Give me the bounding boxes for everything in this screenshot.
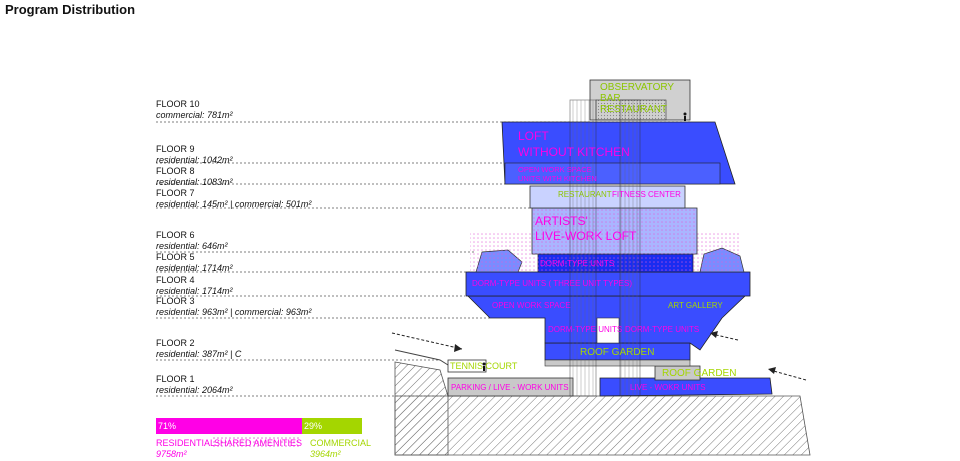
legend-bar [156,418,362,447]
floor-1-volumes [447,365,773,397]
commercial-area: 3964m² [310,449,341,459]
open-work-3-label: OPEN WORK SPACE [492,301,571,310]
arrow-left [391,332,463,350]
floor4-block [465,271,751,297]
ground-base [394,395,811,456]
person-icons [482,112,687,371]
person-icon [482,362,486,366]
core-gap [596,317,620,344]
arrow-right-head [710,331,718,338]
core-left [569,99,597,397]
residential-area: 9758m² [156,449,187,459]
shared-amenities-swatch [212,437,300,447]
art-gallery-label: ART GALLERY [668,301,723,310]
ground-line-left [394,349,449,366]
dorm-2a-label: DORM-TYPE UNITS [548,325,623,334]
live-work-block [599,377,773,397]
arrow-lower-right [769,369,807,381]
residential-percent: 71% [158,421,177,431]
person-icon [683,112,687,116]
live-work-label: LIVE - WOKR UNITS [630,383,706,392]
dorm-5-label: DORM-TYPE UNITS [540,259,615,268]
restaurant-7-label: RESTAURANT [558,190,612,199]
fitness-center-label: FITNESS CENTER [612,190,681,199]
floor7-block [529,185,686,209]
commercial-legend-label: COMMERCIAL [310,438,372,448]
commercial-percent: 29% [304,421,323,431]
shared-amenities-legend-label: SHARED AMENITIES [214,438,303,448]
dorm-2b-label: DORM-TYPE UNITS [625,325,700,334]
floor8-inner [504,162,721,185]
roof-garden-2-label: ROOF GARDEN [580,347,655,358]
dorm-4-label: DORM-TYPE UNITS ( THREE UNIT TYPES) [472,279,633,288]
page-title: Program Distribution [5,2,136,17]
core-grey-floor2 [544,359,691,367]
ground-hatch [394,349,811,456]
arrow-lower-right-head [768,367,776,374]
roof-garden-1-label: ROOF GARDEN [662,368,737,379]
tennis-court-block [447,359,487,373]
residential-share-bar [156,418,302,434]
artists-loft-label: ARTISTS'LIVE-WORK LOFT [535,214,637,243]
floor6-dots [532,208,697,254]
parking-label: PARKING / LIVE - WORK UNITS [451,383,569,392]
residential-legend-label: RESIDENTIAL [156,438,216,448]
arrow-left-head [454,344,462,352]
commercial-share-bar [302,418,362,434]
tennis-court-label: TENNIS COURT [450,361,518,371]
core-right [619,99,641,397]
